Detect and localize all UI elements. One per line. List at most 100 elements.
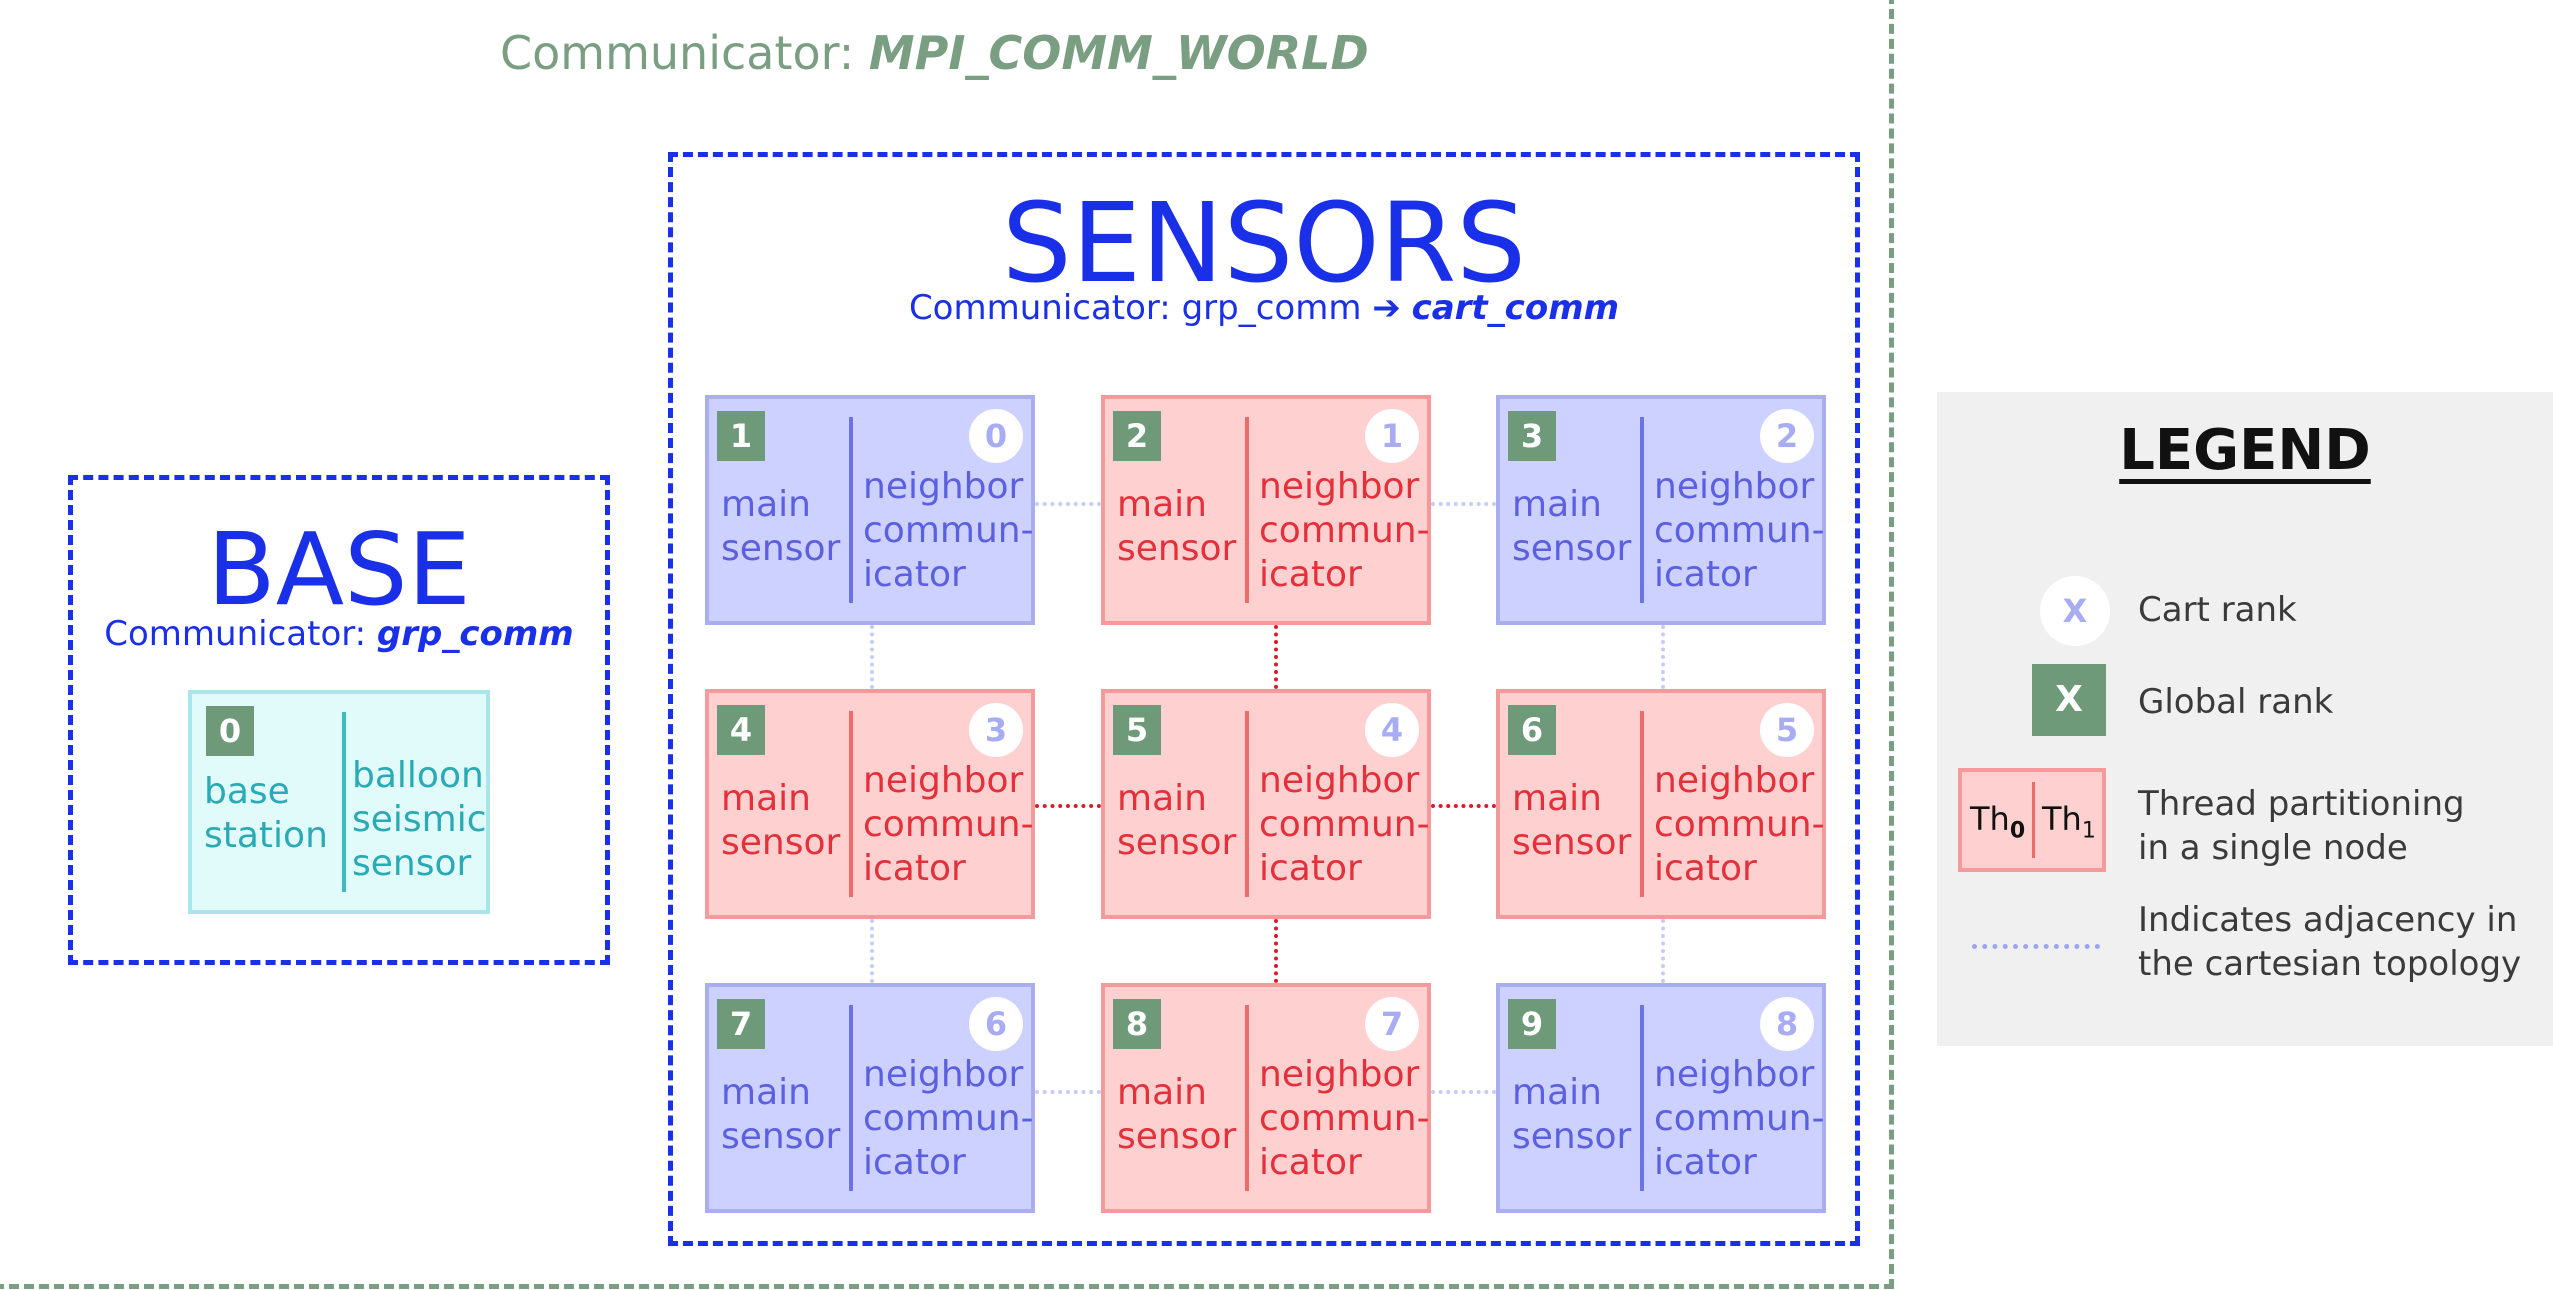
second-thread-line: icator [1259, 1142, 1362, 1183]
thread-0-text: Th [1970, 800, 2010, 838]
global-rank-badge: 6 [1508, 705, 1556, 755]
main-thread-line: sensor [1117, 1116, 1237, 1157]
main-thread-line: sensor [721, 1116, 841, 1157]
second-thread-line: commun- [1654, 510, 1825, 551]
adjacency-legend-icon [1972, 944, 2100, 949]
main-thread-line: sensor [1512, 822, 1632, 863]
thread-partition-divider [2032, 782, 2035, 858]
main-thread-line: sensor [721, 528, 841, 569]
global-rank-badge: 2 [1113, 411, 1161, 461]
main-thread-line: main [1117, 1072, 1207, 1113]
adjacency-link-vertical [1274, 919, 1278, 983]
second-thread-line: commun- [1259, 804, 1430, 845]
main-thread-line: sensor [1512, 1116, 1632, 1157]
adjacency-link-vertical [1274, 625, 1278, 689]
second-thread-line: neighbor [1654, 1054, 1815, 1095]
cart-rank-badge: 6 [969, 997, 1023, 1051]
base-communicator-name: grp_comm [376, 614, 574, 654]
global-rank-legend-icon: X [2032, 664, 2106, 736]
thread-0-subscript: 0 [2009, 818, 2026, 844]
cart-rank-badge: 1 [1365, 409, 1419, 463]
adjacency-line: the cartesian topology [2138, 944, 2522, 984]
thread-1-label: Th1 [2042, 800, 2096, 843]
global-rank-badge: 3 [1508, 411, 1556, 461]
thread-partition-legend-label: Thread partitioning in a single node [2138, 782, 2465, 870]
sensors-communicator-name: cart_comm [1411, 288, 1620, 328]
world-communicator-prefix: Communicator: [500, 26, 869, 80]
second-thread-line: icator [1654, 848, 1757, 889]
second-thread-line: commun- [863, 804, 1034, 845]
base-communicator-label: Communicator: grp_comm [68, 614, 610, 654]
second-thread-line: neighbor [1654, 760, 1815, 801]
thread-0-label: Th0 [1970, 800, 2025, 843]
legend-title: LEGEND [2119, 418, 2371, 483]
mpi-comm-world-frame [0, 0, 1894, 1289]
second-thread-line: icator [863, 848, 966, 889]
thread-partition-legend-icon: Th0 Th1 [1958, 768, 2106, 872]
second-thread-line: commun- [1654, 804, 1825, 845]
global-rank-badge: 7 [717, 999, 765, 1049]
thread-divider [1245, 417, 1249, 603]
main-thread-line: station [204, 815, 328, 856]
thread-divider [849, 1005, 853, 1191]
second-thread-line: neighbor [863, 466, 1024, 507]
cart-rank-legend-label: Cart rank [2138, 590, 2297, 630]
sensors-group-frame [668, 152, 1860, 1246]
second-thread-line: icator [1654, 1142, 1757, 1183]
second-thread-line: neighbor [1259, 466, 1420, 507]
second-thread-line: commun- [863, 510, 1034, 551]
second-thread-line: commun- [1654, 1098, 1825, 1139]
adjacency-link-horizontal [1035, 804, 1101, 808]
second-thread-line: icator [1259, 848, 1362, 889]
main-thread-line: main [1512, 484, 1602, 525]
second-thread-line: balloon [352, 755, 484, 796]
main-thread-line: sensor [1117, 528, 1237, 569]
thread-divider [1640, 1005, 1644, 1191]
cart-rank-badge: 2 [1760, 409, 1814, 463]
cart-rank-badge: 8 [1760, 997, 1814, 1051]
main-thread-line: sensor [1512, 528, 1632, 569]
adjacency-link-vertical [870, 919, 874, 983]
sensors-title: SENSORS [1001, 179, 1527, 307]
global-rank-badge: 8 [1113, 999, 1161, 1049]
thread-partition-line: in a single node [2138, 828, 2408, 868]
second-thread-line: icator [863, 1142, 966, 1183]
main-thread-line: main [721, 778, 811, 819]
base-group-frame [68, 475, 610, 965]
sensors-communicator-label: Communicator: grp_comm ➔ cart_comm [668, 288, 1860, 328]
thread-1-subscript: 1 [2081, 818, 2096, 844]
thread-divider [1640, 417, 1644, 603]
second-thread-line: seismic [352, 799, 487, 840]
second-thread-line: icator [863, 554, 966, 595]
thread-divider [1640, 711, 1644, 897]
global-rank-badge: 9 [1508, 999, 1556, 1049]
thread-divider [1245, 711, 1249, 897]
base-station-node: 0 base station balloon seismic sensor [188, 690, 490, 914]
adjacency-link-horizontal [1035, 502, 1101, 506]
adjacency-link-vertical [1661, 919, 1665, 983]
cart-rank-badge: 0 [969, 409, 1023, 463]
adjacency-link-vertical [1661, 625, 1665, 689]
world-communicator-title: Communicator: MPI_COMM_WORLD [500, 26, 1369, 80]
second-thread-line: neighbor [1259, 760, 1420, 801]
adjacency-link-vertical [870, 625, 874, 689]
